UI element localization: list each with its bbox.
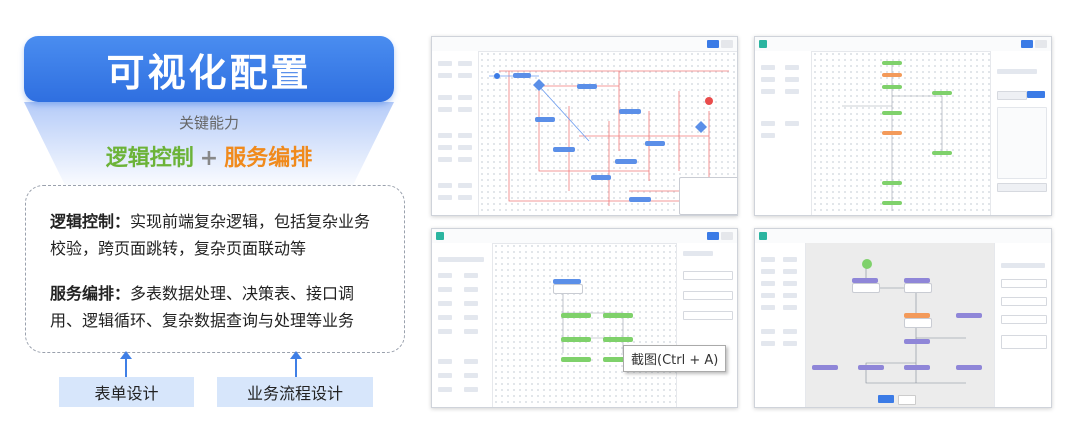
property-panel	[676, 243, 737, 407]
capability-plus: +	[199, 146, 219, 171]
flow-node	[535, 117, 555, 122]
flow-node	[882, 73, 902, 77]
flow-connections	[842, 61, 943, 211]
flow-node	[645, 141, 665, 146]
save-icon	[707, 232, 719, 240]
component-sidebar	[432, 243, 493, 407]
flow-node	[904, 339, 930, 344]
toolbar	[755, 37, 1051, 52]
save-icon	[707, 40, 719, 48]
flow-node	[561, 313, 591, 318]
property-panel	[994, 243, 1051, 407]
cancel-icon	[1035, 40, 1047, 48]
cancel-icon	[721, 40, 733, 48]
flow-node	[553, 147, 575, 152]
flow-node	[858, 365, 884, 370]
cancel-icon	[721, 232, 733, 240]
logic-flow-screenshot	[431, 36, 738, 216]
arrow-up-icon	[120, 351, 132, 377]
toolbar	[755, 229, 1051, 244]
toolbar	[432, 229, 737, 244]
flow-node	[882, 201, 902, 205]
capability-logic: 逻辑控制	[105, 146, 194, 171]
component-sidebar	[755, 51, 812, 215]
flow-node	[882, 85, 902, 89]
flow-canvas	[479, 51, 737, 215]
flow-node	[956, 365, 982, 370]
flow-node	[603, 337, 633, 342]
app-logo	[759, 40, 767, 48]
process-design-button[interactable]: 业务流程设计	[217, 377, 373, 407]
title-banner: 可视化配置	[24, 36, 394, 102]
flow-node	[591, 175, 611, 180]
minimap	[679, 177, 737, 215]
flow-node	[904, 365, 930, 370]
flow-node-body	[904, 283, 932, 293]
component-sidebar	[432, 51, 479, 215]
flow-node	[577, 84, 597, 89]
flow-node	[619, 109, 641, 114]
flow-node	[603, 357, 633, 362]
property-panel	[990, 51, 1051, 215]
subtitle: 关键能力	[178, 114, 239, 132]
app-logo	[436, 232, 444, 240]
app-logo	[759, 232, 767, 240]
flow-node	[882, 61, 902, 65]
flow-node	[904, 278, 930, 283]
capabilities: 逻辑控制+服务编排	[24, 140, 394, 172]
process-design-screenshot	[754, 228, 1052, 408]
flow-node	[561, 337, 591, 342]
flow-connections	[865, 265, 966, 384]
flow-node	[932, 91, 952, 95]
arrow-up-icon	[290, 351, 302, 377]
flow-node-body	[904, 318, 932, 328]
flow-node	[956, 313, 982, 318]
title-glow	[24, 102, 394, 192]
cancel-icon	[898, 395, 916, 405]
toolbar	[432, 37, 737, 52]
flow-node	[882, 181, 902, 185]
service-text: 多表数据处理、决策表、接口调用、逻辑循环、复杂数据查询与处理等业务	[50, 284, 355, 330]
flow-node	[812, 365, 838, 370]
logic-description: 逻辑控制：实现前端复杂逻辑，包括复杂业务校验，跨页面跳转，复杂页面联动等	[50, 208, 386, 262]
flow-canvas	[493, 243, 677, 407]
flow-connections	[489, 70, 729, 206]
form-design-button[interactable]: 表单设计	[59, 377, 194, 407]
form-logic-screenshot	[431, 228, 738, 408]
screenshot-tooltip: 截图(Ctrl + A)	[623, 345, 727, 372]
service-description: 服务编排：多表数据处理、决策表、接口调用、逻辑循环、复杂数据查询与处理等业务	[50, 280, 386, 334]
flow-canvas	[812, 51, 991, 215]
service-flow-screenshot	[754, 36, 1052, 216]
confirm-icon	[878, 395, 894, 403]
flow-node	[882, 111, 902, 115]
save-icon	[1021, 40, 1033, 48]
flow-node	[513, 73, 531, 78]
start-node	[862, 259, 872, 269]
flow-node	[852, 278, 878, 283]
logic-label: 逻辑控制：	[50, 212, 131, 231]
capability-service: 服务编排	[224, 146, 313, 171]
flow-node	[904, 313, 930, 318]
flow-node-body	[852, 283, 880, 293]
flow-node	[615, 159, 637, 164]
flow-node	[561, 357, 591, 362]
component-sidebar	[755, 243, 806, 407]
flow-node	[553, 279, 581, 284]
description-box: 逻辑控制：实现前端复杂逻辑，包括复杂业务校验，跨页面跳转，复杂页面联动等 服务编…	[25, 185, 405, 353]
flow-node	[629, 197, 651, 202]
flow-node	[882, 131, 902, 135]
flow-connections	[562, 288, 624, 353]
page-title: 可视化配置	[106, 50, 312, 95]
flow-node	[603, 313, 633, 318]
flow-canvas	[806, 243, 995, 407]
flow-node-body	[553, 284, 583, 294]
service-label: 服务编排：	[50, 284, 131, 303]
logic-text: 实现前端复杂逻辑，包括复杂业务校验，跨页面跳转，复杂页面联动等	[50, 212, 371, 258]
flow-node	[932, 151, 952, 155]
